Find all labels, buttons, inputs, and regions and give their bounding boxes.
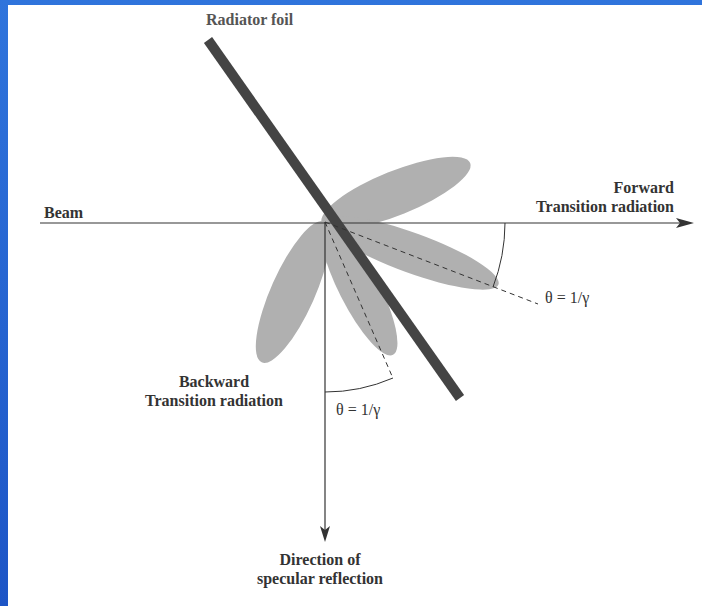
radiation-label: Backward Transition radiation bbox=[145, 372, 283, 410]
radiation-lobes bbox=[242, 143, 506, 372]
beam-line bbox=[40, 222, 680, 223]
backward-angle-arc bbox=[325, 378, 393, 392]
direction-label: Direction of specular reflection bbox=[257, 550, 383, 588]
specular-arrowhead bbox=[320, 526, 330, 542]
radiation-label: Forward Transition radiation bbox=[536, 178, 674, 216]
angle-label: θ = 1/γ bbox=[336, 400, 380, 419]
radiator-foil bbox=[208, 40, 460, 398]
part-label: Beam bbox=[44, 203, 83, 222]
part-label: Radiator foil bbox=[206, 10, 293, 29]
angle-label: θ = 1/γ bbox=[545, 288, 589, 307]
specular-direction-line bbox=[324, 222, 325, 532]
backward-angle-dashed-line bbox=[325, 222, 392, 376]
beam-arrowhead bbox=[676, 218, 694, 228]
forward-angle-dashed-line bbox=[325, 222, 538, 304]
forward-angle-arc bbox=[493, 223, 505, 287]
